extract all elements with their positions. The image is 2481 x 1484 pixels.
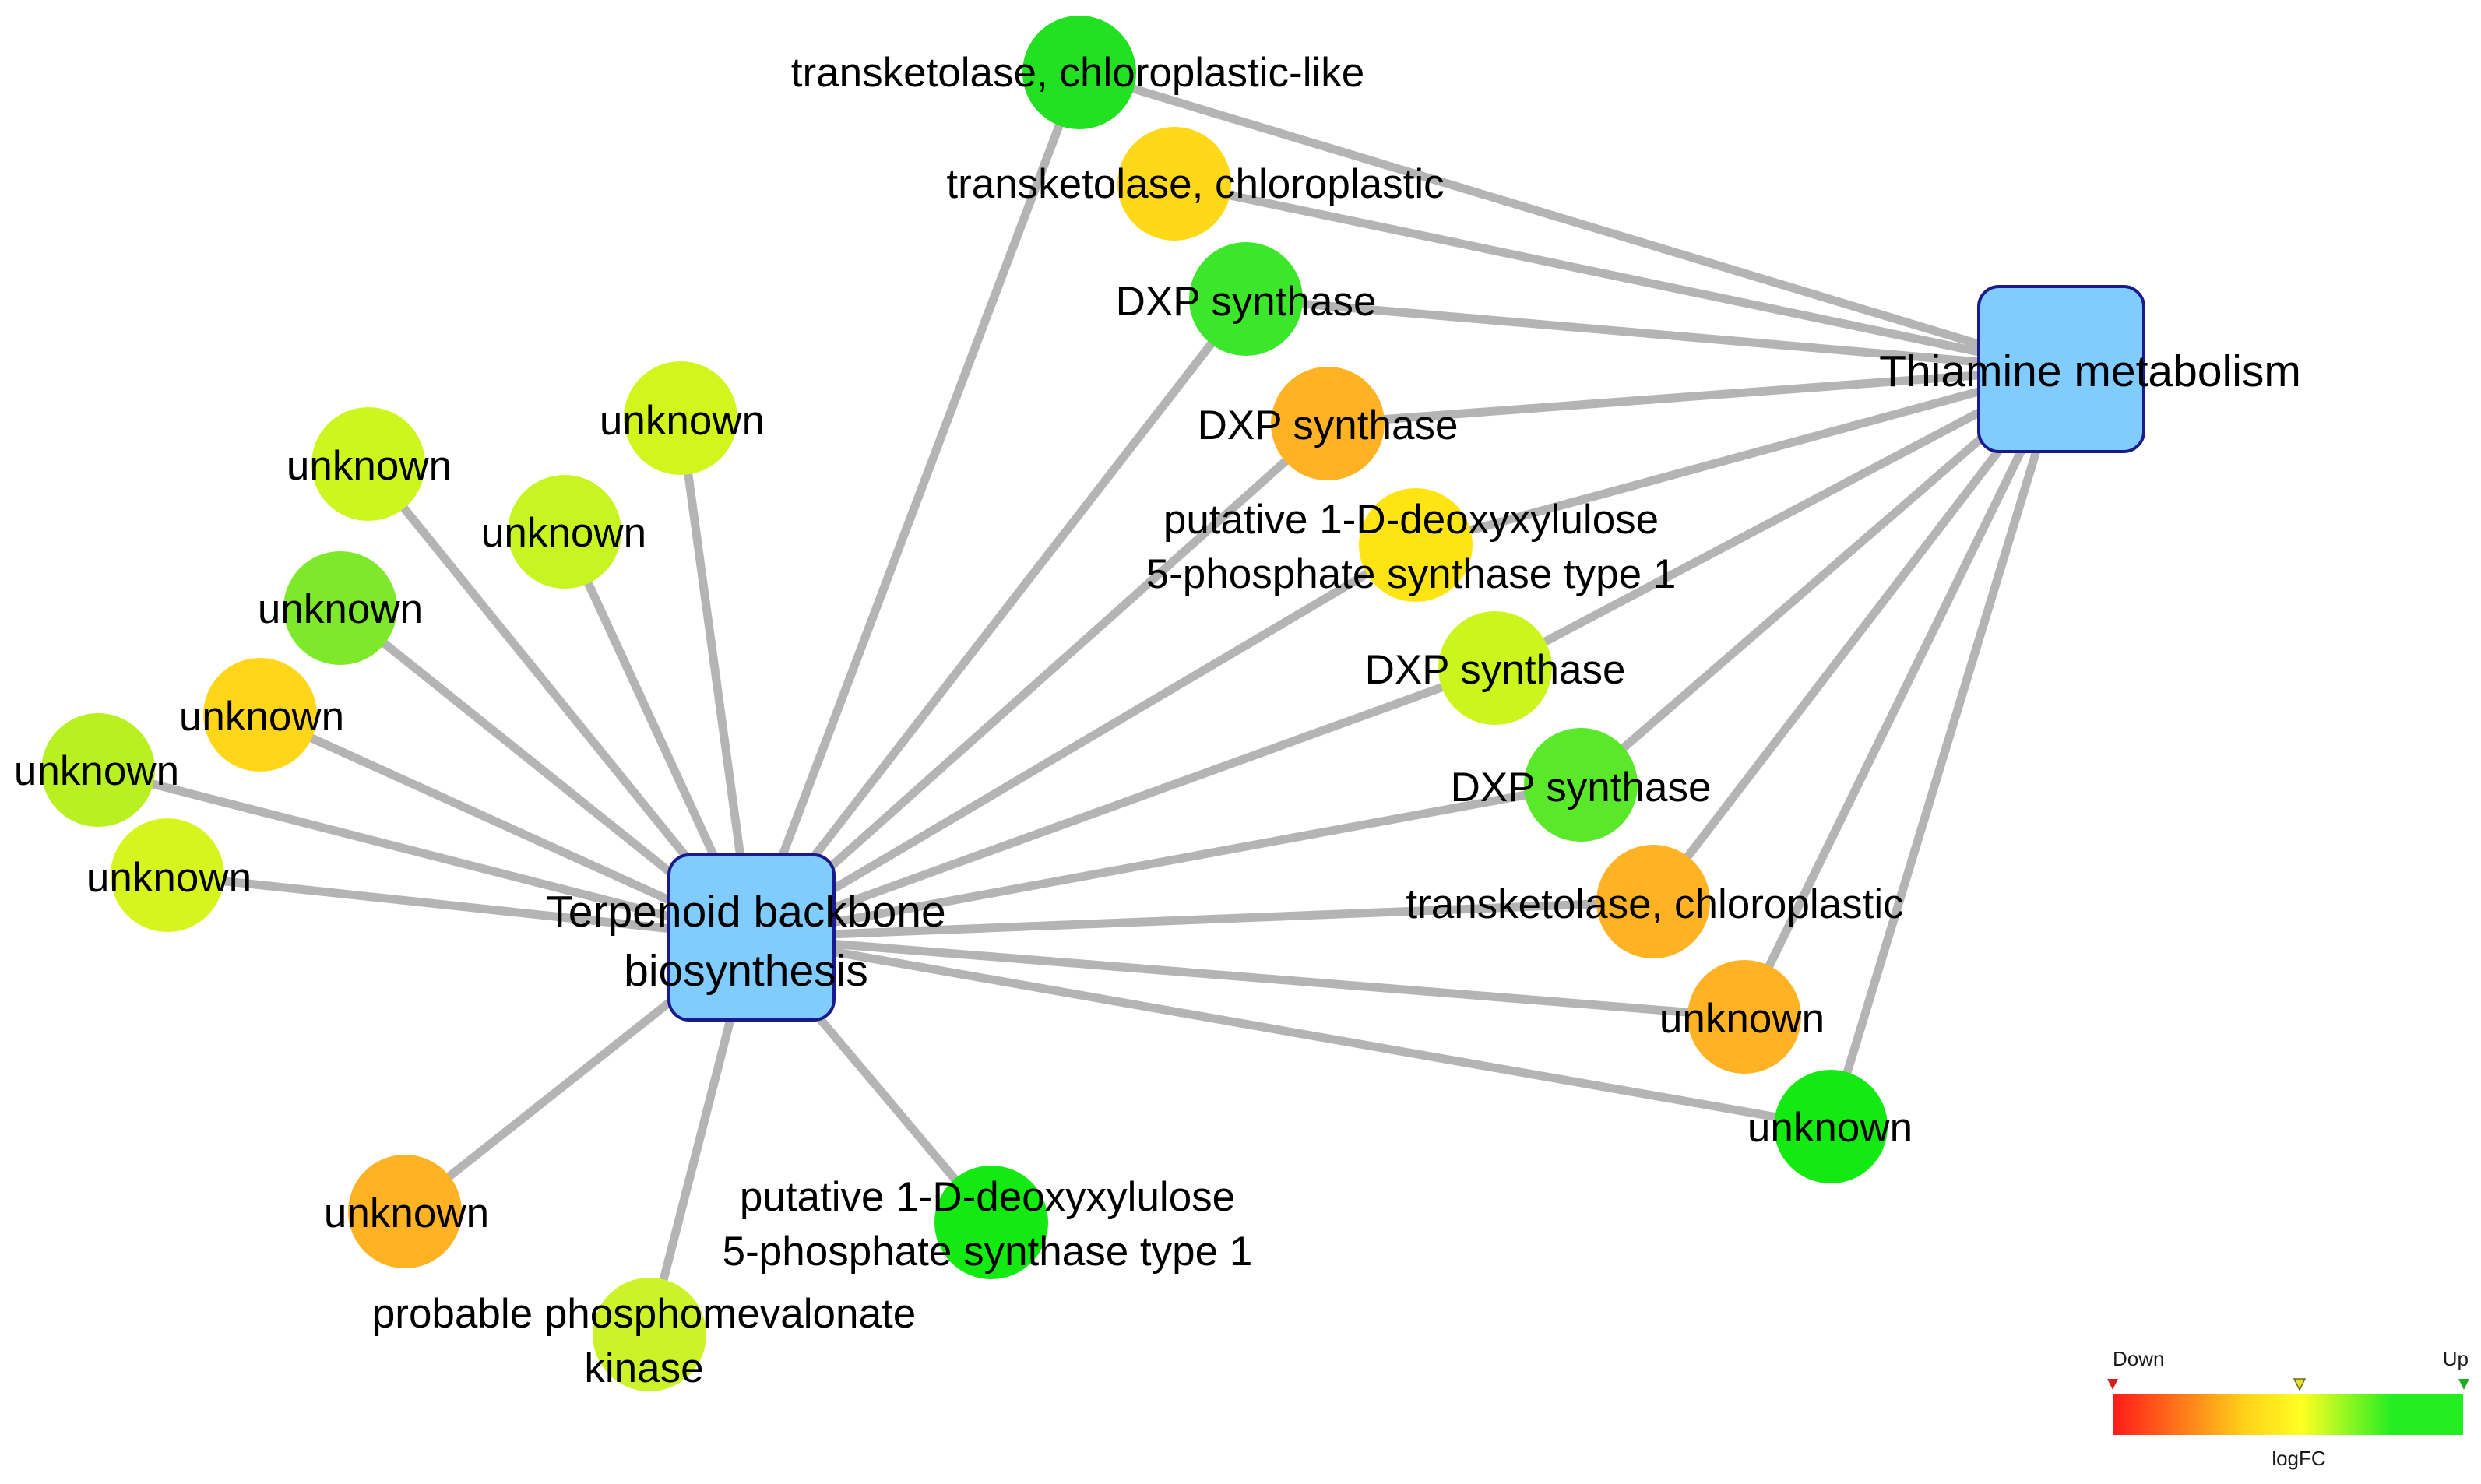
- gene-label-g15: unknown: [179, 694, 344, 740]
- edge-g8-terpenoid: [751, 897, 1654, 942]
- gene-label-g11: unknown: [600, 398, 765, 444]
- gene-label-g3: DXP synthase: [1116, 279, 1377, 325]
- edge-g1-terpenoid: [747, 71, 1084, 939]
- gene-node-g13[interactable]: [508, 475, 621, 589]
- edge-g3-terpenoid: [748, 296, 1250, 941]
- hub-thiamine[interactable]: [1977, 285, 2145, 453]
- hub-label-terpenoid: biosynthesis: [624, 946, 868, 996]
- edge-g10-thiamine: [1826, 367, 2066, 1128]
- edge-g4-terpenoid: [748, 420, 1331, 941]
- pathway-hubs: [667, 285, 2145, 1022]
- gene-label-g10: unknown: [1747, 1105, 1913, 1151]
- edge-g2-thiamine: [1173, 179, 2063, 374]
- gene-node-g20[interactable]: [934, 1166, 1048, 1279]
- gene-label-g20: putative 1-D-deoxyxylulose: [740, 1174, 1235, 1220]
- hub-label-thiamine: Thiamine metabolism: [1879, 346, 2301, 396]
- gene-node-g8[interactable]: [1596, 845, 1710, 958]
- gene-label-g20: 5-phosphate synthase type 1: [723, 1229, 1253, 1275]
- logfc-legend: Down Up logFC: [2107, 1347, 2469, 1470]
- gene-node-g19[interactable]: [593, 1278, 706, 1391]
- down-marker-icon: [2107, 1379, 2118, 1390]
- gene-node-g1[interactable]: [1022, 16, 1136, 129]
- edge-g17-terpenoid: [167, 870, 752, 942]
- legend-axis-label: logFC: [2272, 1447, 2325, 1470]
- gene-label-g16: unknown: [14, 748, 179, 794]
- gene-nodes: [41, 16, 1888, 1391]
- legend-down-label: Down: [2113, 1347, 2164, 1370]
- gene-label-g9: unknown: [1659, 996, 1825, 1042]
- legend-up-label: Up: [2443, 1347, 2469, 1370]
- gene-node-g2[interactable]: [1117, 127, 1231, 241]
- gene-label-g14: unknown: [258, 586, 423, 632]
- gene-node-g11[interactable]: [624, 361, 737, 475]
- edge-g10-terpenoid: [751, 933, 1832, 1131]
- edge-g11-terpenoid: [676, 417, 756, 938]
- edge-g9-thiamine: [1740, 367, 2065, 1019]
- gene-label-g18: unknown: [324, 1190, 489, 1236]
- gene-node-g17[interactable]: [111, 818, 224, 932]
- gene-label-g8: transketolase, chloroplastic: [1406, 881, 1903, 927]
- gene-node-g5[interactable]: [1359, 488, 1473, 602]
- gene-label-g12: unknown: [287, 443, 452, 489]
- hub-terpenoid[interactable]: [667, 853, 836, 1022]
- gene-node-g3[interactable]: [1189, 242, 1303, 356]
- edge-g16-terpenoid: [97, 765, 753, 942]
- gene-label-g7: DXP synthase: [1451, 765, 1712, 811]
- gene-node-g18[interactable]: [348, 1155, 462, 1268]
- edge-g3-thiamine: [1245, 294, 2062, 374]
- gene-node-g16[interactable]: [41, 713, 155, 827]
- gene-label-g5: putative 1-D-deoxyxylulose: [1163, 497, 1659, 543]
- gene-label-g4: DXP synthase: [1198, 403, 1459, 448]
- edge-g8-thiamine: [1649, 366, 2065, 905]
- gene-label-g19: kinase: [584, 1345, 703, 1391]
- up-marker-icon: [2458, 1379, 2469, 1390]
- gene-label-g1: transketolase, chloroplastic-like: [791, 50, 1364, 96]
- gene-label-g17: unknown: [86, 855, 252, 901]
- gene-node-g10[interactable]: [1774, 1070, 1888, 1183]
- gene-label-g13: unknown: [481, 510, 646, 556]
- edge-g9-terpenoid: [751, 933, 1745, 1022]
- gene-node-g4[interactable]: [1271, 367, 1385, 480]
- logfc-gradient-bar: [2113, 1394, 2463, 1435]
- gene-node-g12[interactable]: [311, 407, 425, 521]
- gene-label-g6: DXP synthase: [1365, 647, 1626, 693]
- gene-node-g6[interactable]: [1438, 611, 1552, 725]
- gene-node-g15[interactable]: [203, 658, 317, 772]
- edge-g6-terpenoid: [750, 663, 1497, 942]
- gene-label-g19: probable phosphomevalonate: [372, 1291, 916, 1337]
- gene-node-g14[interactable]: [283, 551, 397, 665]
- edge-g5-terpenoid: [749, 541, 1418, 941]
- edge-g4-thiamine: [1327, 364, 2062, 428]
- edge-g6-thiamine: [1493, 365, 2064, 672]
- hub-label-terpenoid: Terpenoid backbone: [546, 887, 945, 937]
- midpoint-marker-icon: [2293, 1378, 2307, 1391]
- gene-node-g7[interactable]: [1524, 728, 1638, 842]
- gene-label-g5: 5-phosphate synthase type 1: [1146, 551, 1677, 597]
- edge-g1-thiamine: [1078, 68, 2063, 374]
- gene-label-g2: transketolase, chloroplastic: [946, 161, 1444, 207]
- gene-labels: Terpenoid backbone biosynthesis Thiamine m…: [14, 50, 2301, 1391]
- edge-g7-terpenoid: [751, 780, 1582, 942]
- gene-node-g9[interactable]: [1687, 960, 1801, 1074]
- edge-g5-thiamine: [1414, 364, 2063, 550]
